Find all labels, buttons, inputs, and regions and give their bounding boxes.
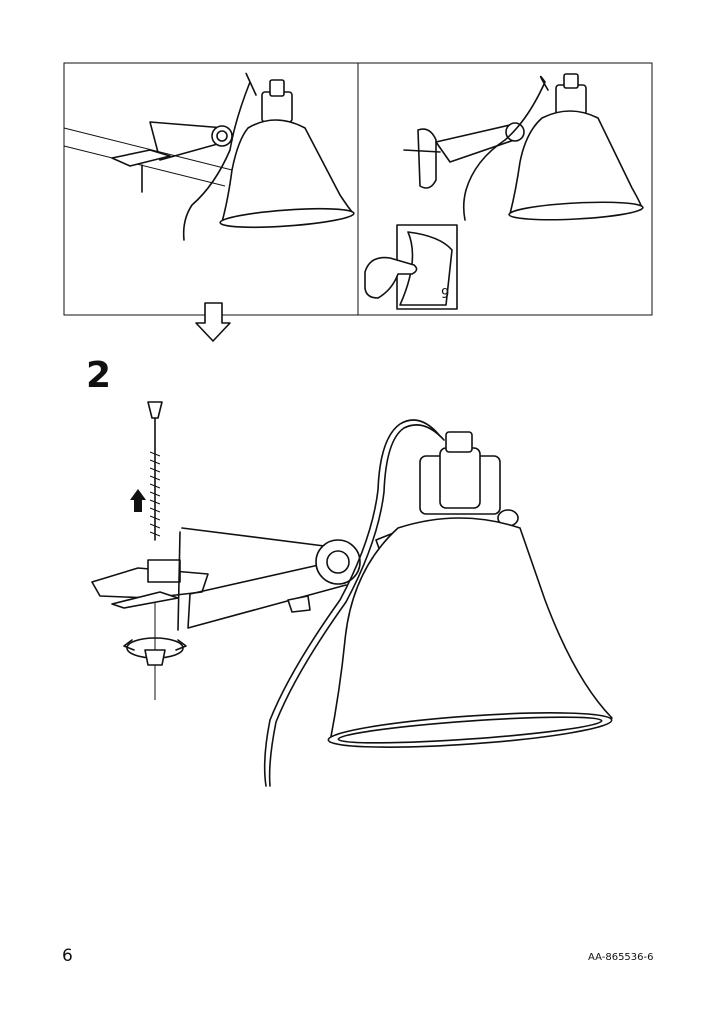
- step-2-lamp-illustration: [91, 401, 613, 787]
- document-code: AA-865536-6: [588, 952, 654, 963]
- top-panels-frame: [63, 62, 653, 316]
- down-arrow-icon: [195, 302, 231, 342]
- page-reference-icon: [364, 224, 458, 310]
- reference-page-number: 9: [441, 287, 450, 302]
- right-panel-lamp-illustration: [403, 73, 644, 221]
- step-number: 2: [86, 355, 112, 396]
- page-number: 6: [62, 946, 73, 966]
- left-panel-lamp-illustration: [63, 72, 355, 241]
